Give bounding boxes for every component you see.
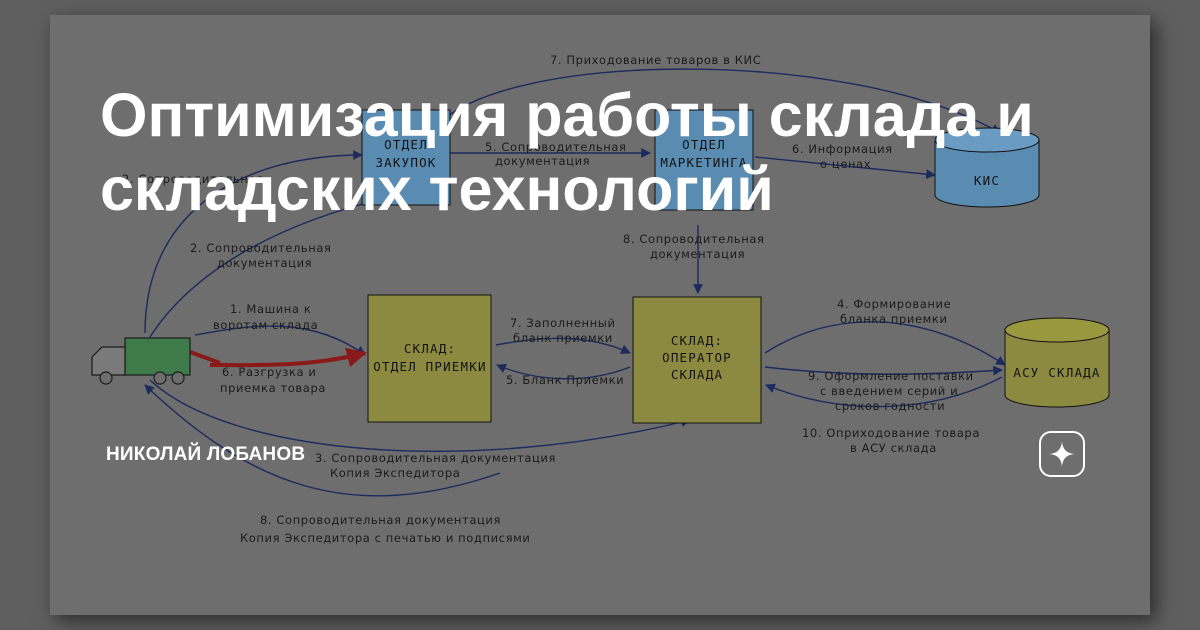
label-8-top-line2: документация <box>650 247 745 261</box>
label-7-filled-line2: бланк приемки <box>513 331 613 345</box>
box-marketing: ОТДЕЛ МАРКЕТИНГА <box>654 109 754 211</box>
arrow-8-bottom <box>144 384 501 497</box>
label-6-top-line2: о ценах <box>820 157 871 171</box>
label-3-line1: 3. Сопроводительная документация <box>315 451 556 465</box>
box-purchasing: ОТДЕЛ ЗАКУПОК <box>361 109 451 206</box>
label-8-top-line1: 8. Сопроводительная <box>623 232 765 246</box>
arrow-3 <box>149 379 691 452</box>
arrow-7-filled <box>495 337 631 354</box>
arrow-4 <box>764 321 1006 366</box>
article-title: Оптимизация работы склада и складских те… <box>100 78 1140 226</box>
article-title-line1: Оптимизация работы склада и <box>100 81 1034 149</box>
box-operator: СКЛАД: ОПЕРАТОР СКЛАДА <box>632 296 762 424</box>
arrow-red-truck <box>189 350 221 365</box>
label-1-line1: 1. Машина к <box>230 302 311 316</box>
label-7-filled-line1: 7. Заполненный <box>510 316 616 330</box>
article-title-line2: складских технологий <box>100 155 774 223</box>
box-marketing-line1: ОТДЕЛ <box>682 137 726 152</box>
kis-database: КИС <box>934 127 1040 208</box>
label-7-kis: 7. Приходование товаров в КИС <box>550 53 761 67</box>
label-1-line2: воротам склада <box>213 318 318 332</box>
arrow-1 <box>194 325 366 356</box>
arrow-5-blank <box>496 363 631 380</box>
label-10-line2: в АСУ склада <box>850 441 937 455</box>
box-purchasing-line2: ЗАКУПОК <box>375 155 436 170</box>
kis-label: КИС <box>974 173 1000 188</box>
label-6-unload-line1: 6. Разгрузка и <box>222 365 317 379</box>
label-5-blank: 5. Бланк Приемки <box>506 373 624 387</box>
label-9-line3: сроков годности <box>835 399 945 413</box>
label-10-line1: 10. Оприходование товара <box>802 426 980 440</box>
author-name[interactable]: НИКОЛАЙ ЛОБАНОВ <box>106 444 306 465</box>
label-2b-line2: документация <box>217 256 312 270</box>
arrow-2a <box>144 150 363 334</box>
asu-database: АСУ СКЛАДА <box>1004 317 1110 408</box>
zen-logo-button[interactable] <box>1039 431 1085 477</box>
sparkle-star-icon <box>1049 441 1075 467</box>
box-receiving-line2: ОТДЕЛ ПРИЕМКИ <box>373 359 486 374</box>
label-4-line2: бланка приемки <box>840 312 948 326</box>
box-receiving-line1: СКЛАД: <box>404 341 456 356</box>
box-purchasing-line1: ОТДЕЛ <box>384 137 428 152</box>
asu-label: АСУ СКЛАДА <box>1013 365 1100 380</box>
label-5-top-line2: документация <box>495 154 590 168</box>
label-2b-line1: 2. Сопроводительная <box>190 241 332 255</box>
label-8-bottom-line1: 8. Сопроводительная документация <box>260 513 501 527</box>
label-4-line1: 4. Формирование <box>837 297 951 311</box>
arrow-2b <box>149 194 391 338</box>
box-operator-line2: ОПЕРАТОР <box>662 350 732 365</box>
label-6-unload-line2: приемка товара <box>220 381 326 395</box>
label-3-line2: Копия Экспедитора <box>330 466 460 480</box>
box-marketing-line2: МАРКЕТИНГА <box>660 155 747 170</box>
arrow-labels: 7. Приходование товаров в КИС 5. Сопрово… <box>122 53 980 545</box>
diagram-arrows <box>144 68 1006 497</box>
truck-icon <box>91 337 191 385</box>
arrow-7-kis <box>429 68 1001 136</box>
box-receiving: СКЛАД: ОТДЕЛ ПРИЕМКИ <box>367 294 492 423</box>
label-6-top-line1: 6. Информация <box>792 142 893 156</box>
label-5-top-line1: 5. Сопроводительная <box>485 140 627 154</box>
label-2a: 2. Сопроводительная <box>122 172 264 186</box>
diagram-panel: ОТДЕЛ ЗАКУПОК ОТДЕЛ МАРКЕТИНГА КИС СКЛАД… <box>50 15 1150 615</box>
box-operator-line1: СКЛАД: <box>671 333 723 348</box>
label-9-line1: 9. Оформление поставки <box>808 369 974 383</box>
arrow-red-unload <box>209 347 367 368</box>
label-9-line2: с введением серий и <box>820 384 958 398</box>
box-operator-line3: СКЛАДА <box>671 367 723 382</box>
arrow-9 <box>764 365 1003 376</box>
label-8-bottom-line2: Копия Экспедитора с печатью и подписями <box>240 531 530 545</box>
arrow-10 <box>765 376 1003 408</box>
warehouse-flow-diagram: ОТДЕЛ ЗАКУПОК ОТДЕЛ МАРКЕТИНГА КИС СКЛАД… <box>91 53 1110 545</box>
arrow-6-top <box>754 156 936 179</box>
